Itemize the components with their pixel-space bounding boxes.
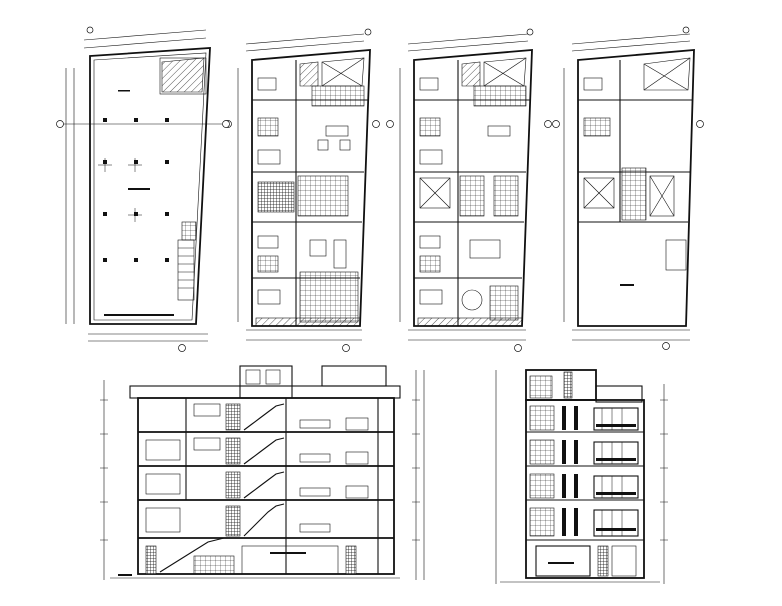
building-section [100,365,425,580]
floor-plan-4 [552,26,704,350]
floor-plan-3 [386,28,552,352]
floor-plan-1 [56,26,232,352]
floor-plan-2 [222,28,380,352]
front-elevation [495,369,668,584]
